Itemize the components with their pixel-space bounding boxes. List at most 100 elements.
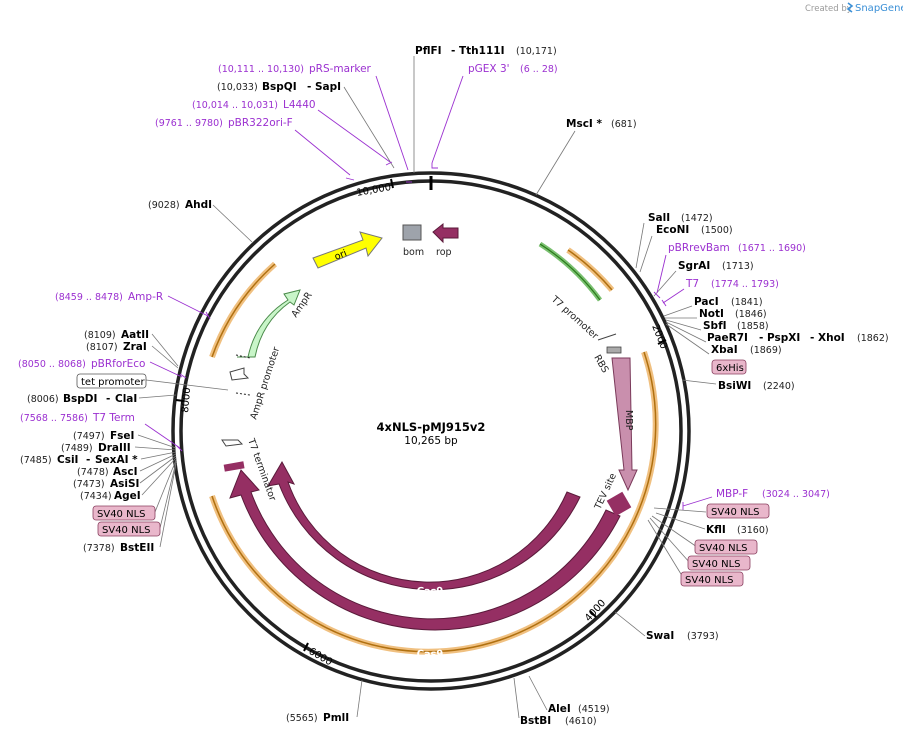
site-bsteii-pos: (7378) (83, 543, 115, 554)
primer-t7term: T7 Term (92, 412, 135, 424)
watermark-prefix: Created by (805, 4, 852, 14)
site-econi-pos: (1500) (701, 225, 733, 236)
svg-text:SV40 NLS: SV40 NLS (97, 509, 146, 520)
bom-label: bom (403, 247, 424, 258)
svg-text:-: - (451, 45, 455, 57)
site-bspdi: BspDI (63, 393, 97, 405)
svg-text:-: - (307, 81, 311, 93)
rbs-label: RBS (591, 353, 610, 375)
nls-badge-left-2: SV40 NLS (92, 505, 156, 521)
rop-label: rop (436, 247, 452, 258)
svg-text:SV40 NLS: SV40 NLS (711, 507, 760, 518)
svg-text:-: - (810, 332, 814, 344)
site-zrai-pos: (8107) (86, 342, 118, 353)
site-bstbi-pos: (4610) (565, 716, 597, 727)
primer-pgex3-pos: (6 .. 28) (520, 64, 558, 75)
ori-arrow: ori (312, 231, 383, 269)
site-fsei: FseI (110, 430, 134, 442)
site-bstbi: BstBI (520, 715, 551, 727)
site-sali: SalI (648, 212, 670, 224)
site-alei-pos: (4519) (578, 704, 610, 715)
site-aatii-pos: (8109) (84, 330, 116, 341)
site-agei: AgeI (114, 490, 141, 502)
primer-pbrrevbam: pBRrevBam (668, 242, 730, 254)
primer-l4440-pos: (10,014 .. 10,031) (192, 100, 278, 111)
primer-pgex3: pGEX 3' (468, 63, 510, 75)
rop-arrow (432, 222, 459, 244)
site-csii-pos: (7485) (20, 455, 52, 466)
site-pmli-pos: (5565) (286, 713, 318, 724)
site-draiii: DraIII (98, 442, 131, 454)
site-alei: AleI (548, 703, 571, 715)
svg-text:SV40 NLS: SV40 NLS (685, 575, 734, 586)
site-paci-pos: (1841) (731, 297, 763, 308)
site-swai-pos: (3793) (687, 631, 719, 642)
site-tth111i: Tth111I (459, 45, 504, 57)
primer-mbp-f: MBP-F (716, 488, 748, 500)
site-xhoi: XhoI (818, 332, 845, 344)
site-aatii: AatII (121, 329, 149, 341)
site-noti-pos: (1846) (735, 309, 767, 320)
site-paci: PacI (694, 296, 719, 308)
site-ahdi: AhdI (185, 199, 212, 211)
site-bsteii: BstEII (120, 542, 154, 554)
site-xbai: XbaI (711, 344, 738, 356)
site-asci-pos: (7478) (77, 467, 109, 478)
svg-text:Cas9: Cas9 (416, 586, 443, 597)
site-sbfi-pos: (1858) (737, 321, 769, 332)
site-pspxi: PspXI (767, 332, 800, 344)
cas9-inner-arrow: Cas9 (267, 460, 581, 598)
svg-text:-: - (759, 332, 763, 344)
his-tag-badge: 6xHis (711, 359, 747, 375)
orange-strips (209, 247, 659, 655)
nls-badge-right-2: SV40 NLS (694, 539, 758, 555)
primer-t7term-pos: (7568 .. 7586) (20, 413, 88, 424)
t7-promoter-mark (597, 333, 617, 341)
backbone-outer (171, 171, 691, 691)
site-paer7i: PaeR7I (707, 332, 748, 344)
nls-badge-right-1: SV40 NLS (706, 503, 770, 519)
primer-leader-lines (144, 75, 713, 510)
site-agei-pos: (7434) (80, 491, 112, 502)
site-pflfi: PflFI (415, 45, 442, 57)
site-pmli: PmlI (323, 712, 349, 724)
site-sapi: SapI (315, 81, 341, 93)
primer-l4440: L4440 (283, 99, 316, 111)
site-swai: SwaI (646, 630, 674, 642)
site-csii: CsiI (57, 454, 78, 466)
primer-t7: T7 (685, 278, 699, 290)
primer-pbrrevbam-pos: (1671 .. 1690) (738, 243, 806, 254)
site-msci-pos: (681) (611, 119, 637, 130)
primer-prs-marker: pRS-marker (309, 63, 372, 75)
site-kfli: KflI (706, 524, 726, 536)
ori-label: ori (333, 248, 349, 263)
site-zrai: ZraI (123, 341, 147, 353)
site-msci: MscI * (566, 118, 602, 130)
t7-promoter-label: T7 promoter (548, 293, 600, 341)
site-bspdi-pos: (8006) (27, 394, 59, 405)
site-kfli-pos: (3160) (737, 525, 769, 536)
svg-text:SV40 NLS: SV40 NLS (102, 525, 151, 536)
svg-text:tet promoter: tet promoter (81, 377, 145, 388)
svg-text:SV40 NLS: SV40 NLS (699, 543, 748, 554)
site-sbfi: SbfI (703, 320, 727, 332)
site-clai: ClaI (115, 393, 137, 405)
site-asci: AscI (113, 466, 138, 478)
tick-8000: 8000 (180, 387, 193, 413)
primer-amp-r: Amp-R (128, 291, 163, 303)
site-bsiwi: BsiWI (718, 380, 751, 392)
tick-10000: 10,000 (356, 182, 392, 199)
nls-badge-right-4: SV40 NLS (680, 571, 744, 587)
tet-promoter-badge: tet promoter (76, 373, 147, 389)
svg-text:-: - (106, 393, 110, 405)
site-draiii-pos: (7489) (61, 443, 93, 454)
primer-mbp-f-pos: (3024 .. 3047) (762, 489, 830, 500)
site-bspqi-pos: (10,033) (217, 82, 258, 93)
site-sali-pos: (1472) (681, 213, 713, 224)
cas9-outer-arrow: Cas9 (229, 469, 621, 660)
svg-text:6xHis: 6xHis (716, 363, 744, 374)
ampr-promoter-mark (229, 367, 250, 381)
svg-text:Cas9: Cas9 (416, 649, 443, 660)
rbs-mark (606, 346, 622, 354)
